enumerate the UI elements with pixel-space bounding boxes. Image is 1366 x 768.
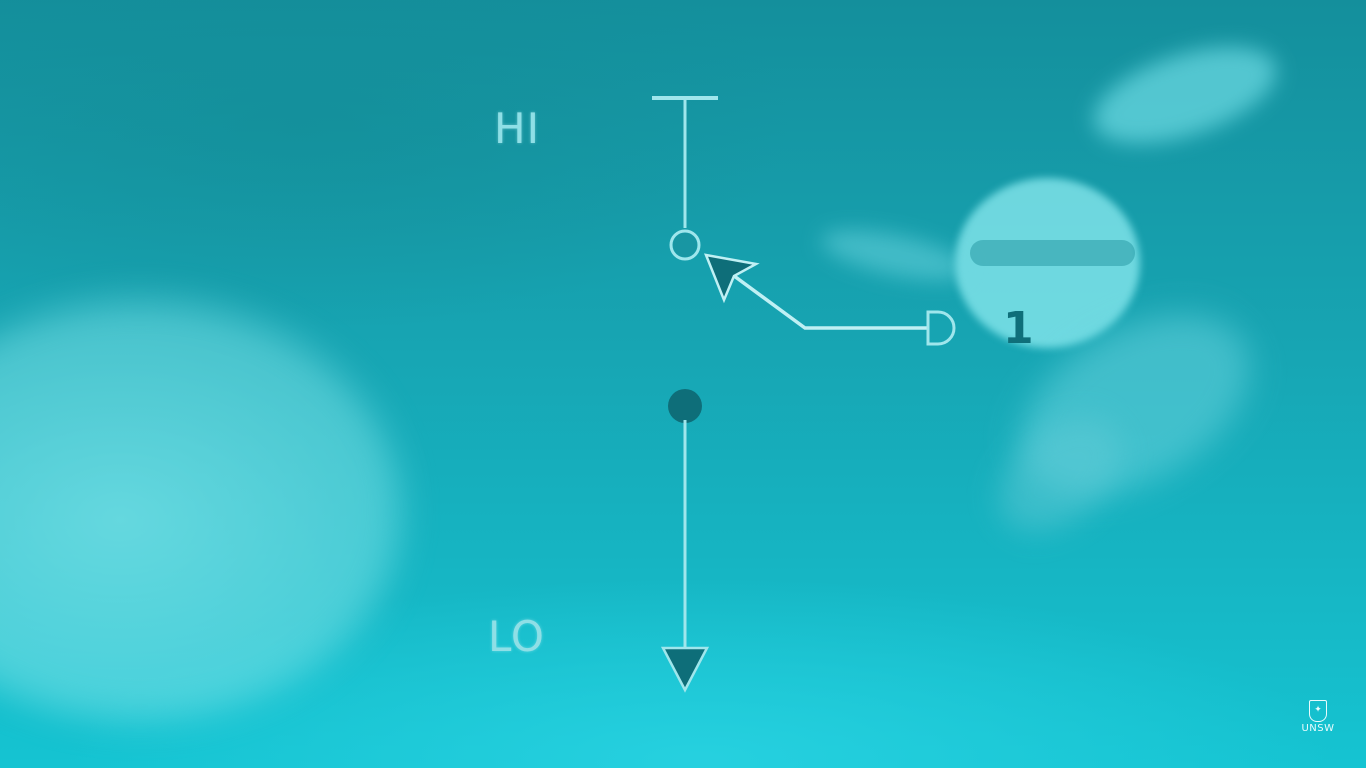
unsw-logo: ✦ UNSW [1296,700,1340,750]
crest-icon: ✦ [1309,700,1327,722]
input-value-label: 1 [1003,303,1034,354]
background-blob-large [0,300,400,720]
input-pin-shape [926,310,956,346]
hi-label: HI [494,104,540,153]
input-arrow-icon [704,253,760,304]
background-blob-head [955,178,1140,348]
output-node [668,389,702,423]
open-contact-fill [673,233,697,257]
input-wire [724,268,928,330]
open-contact-node [669,229,701,261]
lo-label: LO [488,612,545,661]
lo-arrow-icon [660,646,710,693]
head-stripe [970,240,1135,266]
logo-text: UNSW [1301,723,1335,734]
